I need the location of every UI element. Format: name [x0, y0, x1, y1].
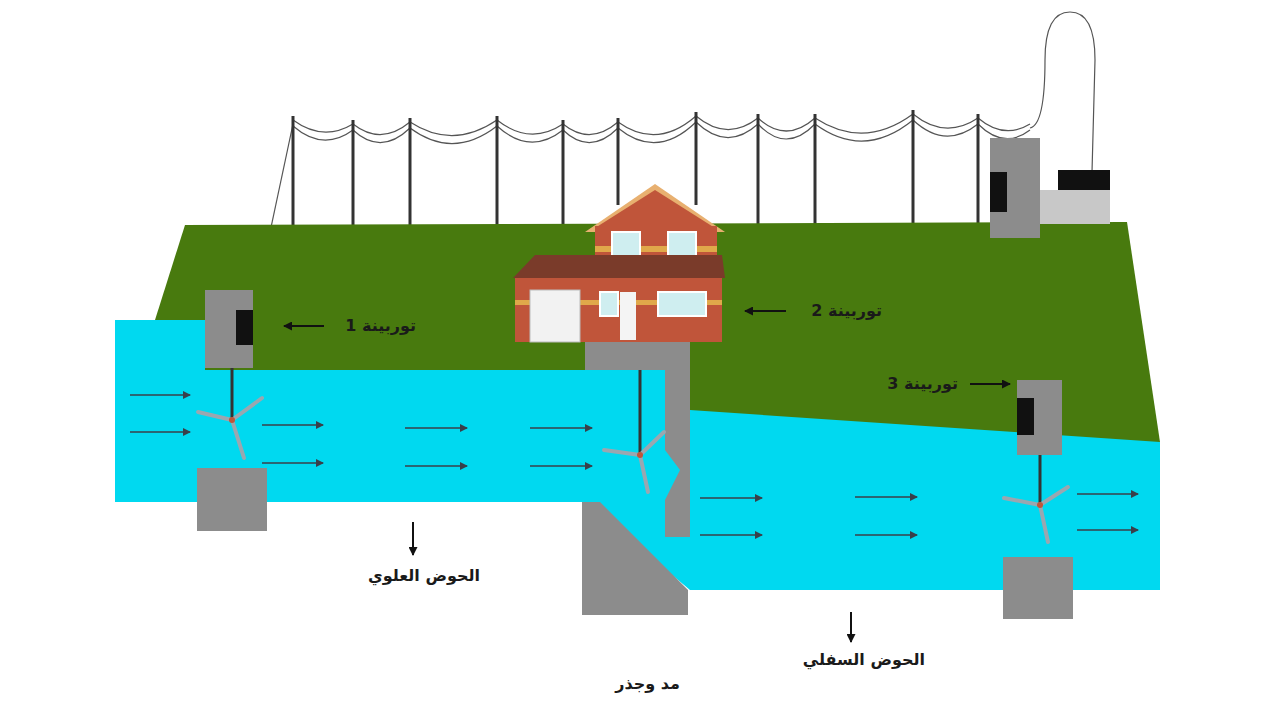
power-poles: [912, 110, 915, 232]
turbine: [1040, 505, 1048, 542]
house: [668, 232, 696, 258]
turbine: [229, 417, 235, 423]
flow-arrows: [530, 465, 592, 467]
flow-arrows: [405, 427, 467, 429]
flow-arrows: [405, 465, 467, 467]
leader-arrows: [850, 612, 852, 642]
power-station: [990, 138, 1040, 238]
turbine: [1037, 502, 1043, 508]
turbine: [604, 450, 640, 455]
basin-label: الحوض العلوي: [368, 566, 480, 585]
flow-arrows: [130, 431, 190, 433]
power-poles: [293, 110, 978, 240]
turbine: [197, 290, 267, 531]
house: [658, 292, 706, 316]
turbine: [205, 290, 253, 368]
turbine: [236, 310, 253, 345]
leader-arrows: [284, 325, 324, 327]
turbine: [1040, 487, 1068, 505]
power-poles: [617, 118, 620, 205]
power-poles: [409, 118, 412, 240]
flow-arrows: [130, 395, 1138, 535]
turbine: [231, 368, 234, 420]
tide-label: مد وجذر: [615, 674, 680, 693]
power-station: [1040, 190, 1110, 224]
turbine: [198, 412, 232, 420]
dam: [585, 340, 690, 370]
power-poles: [977, 114, 980, 234]
house: [595, 190, 715, 228]
turbine: [1003, 380, 1073, 619]
power-poles: [352, 120, 355, 240]
turbine: [1004, 487, 1068, 542]
turbine: [639, 370, 642, 455]
house: [515, 278, 722, 342]
power-poles: [695, 112, 698, 205]
turbine: [604, 432, 664, 492]
power-station: [990, 172, 1007, 212]
flow-arrows: [855, 496, 917, 498]
turbine: [197, 468, 267, 531]
house: [530, 290, 580, 342]
house: [600, 292, 618, 316]
house: [585, 184, 725, 232]
power-station: [990, 138, 1110, 238]
turbine: [640, 432, 664, 455]
power-poles: [292, 116, 295, 238]
leader-arrows: [745, 310, 786, 312]
turbine: [604, 370, 664, 492]
power-station: [1058, 170, 1110, 190]
dam: [665, 370, 690, 537]
flow-arrows: [1077, 529, 1138, 531]
leader-arrows: [412, 522, 414, 555]
house: [620, 292, 636, 340]
flow-arrows: [855, 534, 917, 536]
house: [612, 232, 640, 258]
house: [513, 184, 725, 342]
flow-arrows: [700, 534, 762, 536]
power-poles: [757, 114, 760, 236]
flow-arrows: [700, 497, 762, 499]
turbine: [198, 398, 262, 458]
dam: [582, 502, 688, 615]
turbine: [1003, 557, 1073, 619]
flow-arrows: [1077, 493, 1138, 495]
turbine: [232, 420, 244, 458]
house: [513, 255, 725, 278]
turbine: [1004, 498, 1040, 505]
power-poles: [814, 114, 817, 236]
turbine: [1017, 380, 1062, 455]
leader-arrows: [970, 383, 1010, 385]
turbine-label: توربينة 1: [345, 316, 416, 335]
power-poles: [562, 120, 565, 240]
turbine-label: توربينة 2: [811, 301, 882, 320]
power-wires: [293, 120, 1030, 144]
turbine: [637, 452, 643, 458]
turbine-label: توربينة 3: [887, 374, 958, 393]
dam: [582, 340, 690, 615]
turbine: [232, 398, 262, 420]
basin-label: الحوض السفلي: [803, 650, 925, 669]
turbine: [1017, 398, 1034, 435]
leader-arrows: [284, 311, 1010, 642]
power-poles: [496, 116, 499, 238]
flow-arrows: [530, 427, 592, 429]
turbine: [1039, 455, 1042, 505]
turbine: [640, 455, 648, 492]
flow-arrows: [262, 462, 323, 464]
flow-arrows: [130, 394, 190, 396]
flow-arrows: [262, 424, 323, 426]
